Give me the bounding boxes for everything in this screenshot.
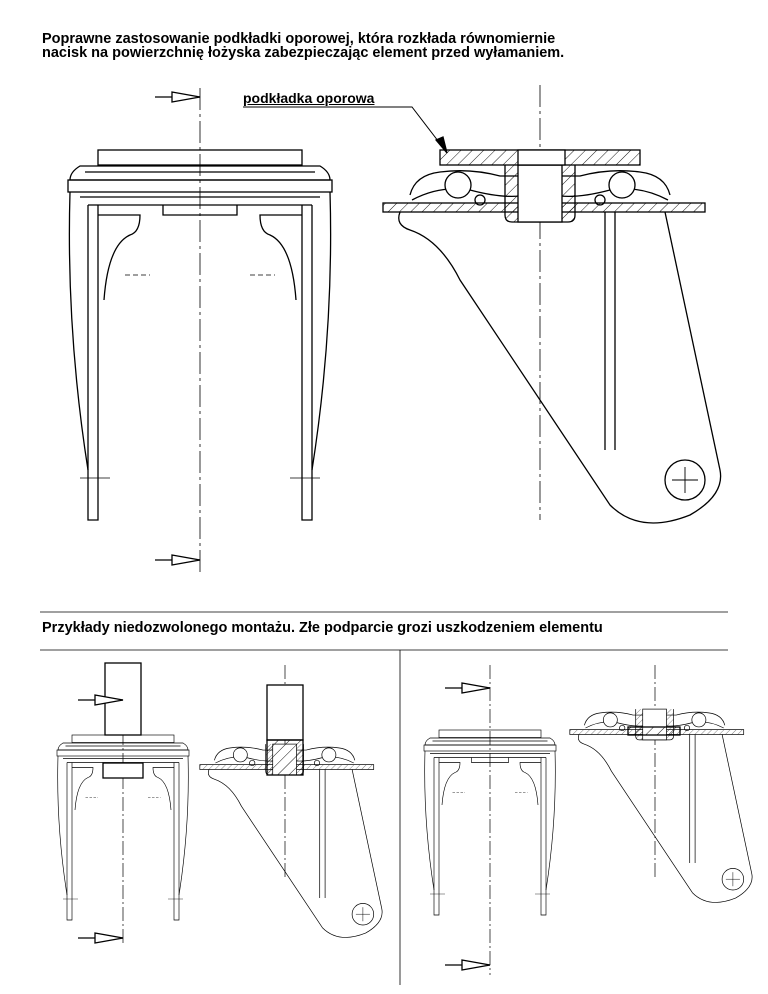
incorrect-example-1 bbox=[56, 662, 383, 945]
warning-text: Przykłady niedozwolonego montażu. Złe po… bbox=[42, 620, 603, 636]
correct-front-view bbox=[67, 88, 333, 572]
section-arrow-icon bbox=[154, 91, 201, 103]
section-arrow-icon bbox=[154, 554, 201, 566]
heading-line-2: nacisk na powierzchnię łożyska zabezpiec… bbox=[42, 45, 565, 61]
callout-label: podkładka oporowa bbox=[243, 90, 375, 106]
incorrect-example-2 bbox=[423, 665, 753, 975]
heading-line-1: Poprawne zastosowanie podkładki oporowej… bbox=[42, 31, 556, 47]
correct-side-section bbox=[243, 85, 722, 524]
callout-leader bbox=[243, 106, 446, 151]
